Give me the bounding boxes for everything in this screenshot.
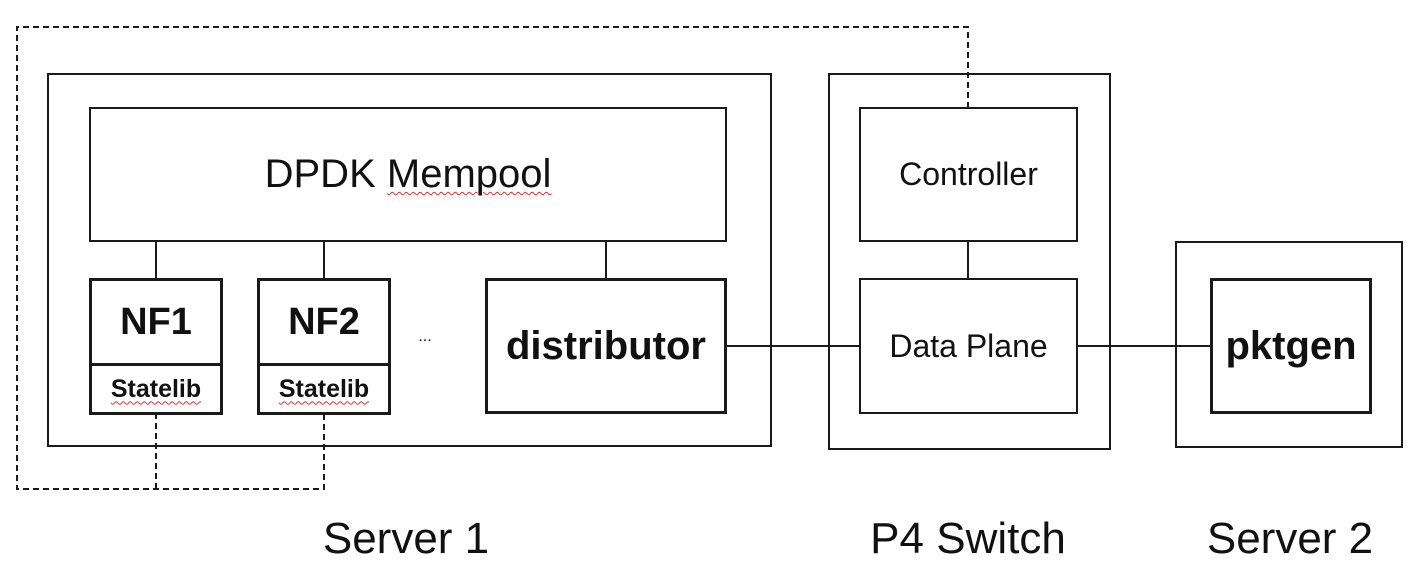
mempool-word: Mempool [386, 152, 552, 196]
nf-ellipsis: ... [418, 328, 432, 345]
controller-box: Controller [859, 107, 1078, 242]
p4-switch-caption: P4 Switch [870, 514, 1066, 563]
pktgen-box: pktgen [1210, 278, 1372, 414]
data-plane-box: Data Plane [859, 278, 1078, 414]
nf2-statelib-box: Statelib [257, 363, 391, 415]
p4-switch-frame [828, 73, 1111, 450]
dpdk-mempool-label: DPDK Mempool [265, 152, 552, 197]
server1-caption: Server 1 [322, 514, 490, 563]
dpdk-prefix: DPDK [264, 152, 376, 196]
server2-frame [1175, 241, 1403, 448]
nf1-box: NF1 [89, 278, 223, 366]
pktgen-label: pktgen [1225, 323, 1357, 368]
nf2-statelib-label: Statelib [278, 374, 370, 403]
nf2-label: NF2 [288, 300, 360, 343]
server2-caption: Server 2 [1206, 514, 1374, 563]
dpdk-mempool-box: DPDK Mempool [89, 107, 727, 242]
nf1-statelib-label: Statelib [110, 374, 202, 403]
distributor-box: distributor [485, 278, 727, 414]
data-plane-label: Data Plane [889, 327, 1048, 364]
nf1-label: NF1 [120, 300, 192, 343]
distributor-label: distributor [506, 323, 706, 368]
nf1-statelib-box: Statelib [89, 363, 223, 415]
server1-frame [47, 73, 772, 447]
controller-label: Controller [899, 156, 1038, 192]
nf2-box: NF2 [257, 278, 391, 366]
